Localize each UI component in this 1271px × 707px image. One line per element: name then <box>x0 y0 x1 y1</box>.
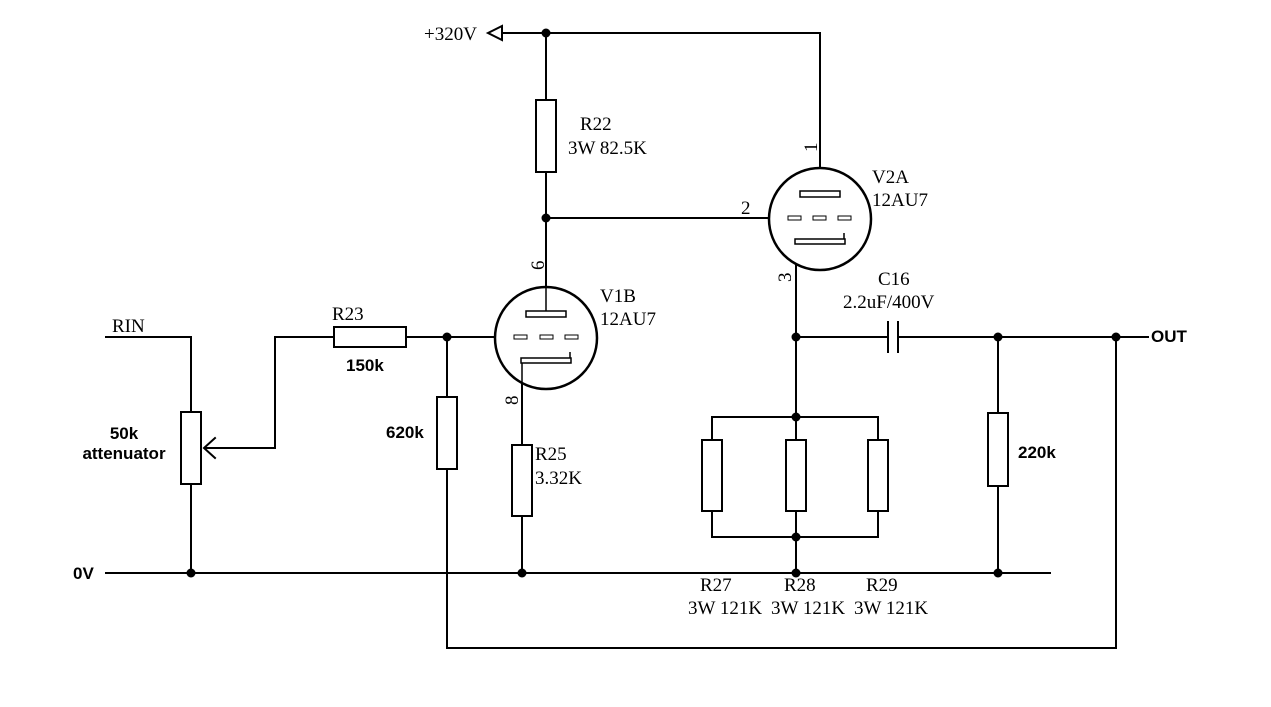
v2a-pin-grid-label: 2 <box>741 198 751 219</box>
wiper-arrow-icon <box>202 436 217 460</box>
c16-ref-label: C16 <box>878 269 910 290</box>
r25-value-label: 3.32K <box>535 468 582 489</box>
resistor-r25 <box>511 444 533 517</box>
r22-value-label: 3W 82.5K <box>568 138 647 159</box>
r-out-value-label: 220k <box>1018 443 1056 462</box>
resistor-r28 <box>785 439 807 512</box>
wires <box>105 24 1149 649</box>
junction-dot <box>1111 332 1121 342</box>
supply-rail-wire <box>501 32 821 194</box>
input-wire <box>105 336 192 574</box>
potentiometer-50k <box>180 411 202 485</box>
tube-v2a <box>767 166 873 272</box>
junction-dot <box>541 28 551 38</box>
v2a-pin-cathode-label: 3 <box>775 273 796 283</box>
wiper-wire <box>205 336 335 449</box>
r29-ref-label: R29 <box>866 575 898 596</box>
r23-value-label: 150k <box>346 356 384 375</box>
tube-v1b <box>493 285 599 391</box>
v1b-ref-label: V1B <box>600 286 636 307</box>
resistor-620k <box>436 396 458 470</box>
feedback-wire <box>446 336 1117 649</box>
junction-dot <box>993 332 1003 342</box>
capacitor-c16 <box>887 321 899 353</box>
r28-value-label: 3W 121K <box>771 598 845 619</box>
labels: +320V RIN OUT 0V 50k attenuator R22 3W 8… <box>73 24 1188 619</box>
tube-v1b-plate <box>525 310 567 318</box>
c16-value-label: 2.2uF/400V <box>843 292 935 313</box>
junction-dot <box>517 568 527 578</box>
resistor-r23 <box>333 326 407 348</box>
r27-ref-label: R27 <box>700 575 732 596</box>
tube-v1b-grid <box>513 334 579 340</box>
v1b-pin-cathode-label: 8 <box>502 396 523 406</box>
v1b-type-label: 12AU7 <box>600 309 656 330</box>
v2a-type-label: 12AU7 <box>872 190 928 211</box>
junction-dot <box>791 332 801 342</box>
r22-ref-label: R22 <box>580 114 612 135</box>
input-label: RIN <box>112 316 145 337</box>
junction-dot <box>791 412 801 422</box>
tube-v2a-grid <box>787 215 852 221</box>
resistor-220k <box>987 412 1009 487</box>
junctions <box>186 28 1121 578</box>
r29-value-label: 3W 121K <box>854 598 928 619</box>
v2a-ref-label: V2A <box>872 167 909 188</box>
junction-dot <box>541 213 551 223</box>
resistors <box>180 99 1009 517</box>
output-label: OUT <box>1151 327 1188 346</box>
r-grid-value-label: 620k <box>386 423 424 442</box>
junction-dot <box>791 568 801 578</box>
junction-dot <box>442 332 452 342</box>
supply-label: +320V <box>424 24 477 45</box>
v1b-pin-plate-label: 6 <box>528 261 549 271</box>
pot-value-label: 50k <box>110 424 139 443</box>
pot-type-label: attenuator <box>82 444 166 463</box>
v2a-pin-plate-label: 1 <box>801 143 822 153</box>
ground-label: 0V <box>73 564 94 583</box>
resistor-r22 <box>535 99 557 173</box>
junction-dot <box>993 568 1003 578</box>
r23-ref-label: R23 <box>332 304 364 325</box>
r27-value-label: 3W 121K <box>688 598 762 619</box>
resistor-r29 <box>867 439 889 512</box>
tube-v2a-plate <box>799 190 841 198</box>
supply-arrow-icon <box>485 24 503 42</box>
r28-ref-label: R28 <box>784 575 816 596</box>
resistor-r27 <box>701 439 723 512</box>
junction-dot <box>186 568 196 578</box>
junction-dot <box>791 532 801 542</box>
r25-ref-label: R25 <box>535 444 567 465</box>
